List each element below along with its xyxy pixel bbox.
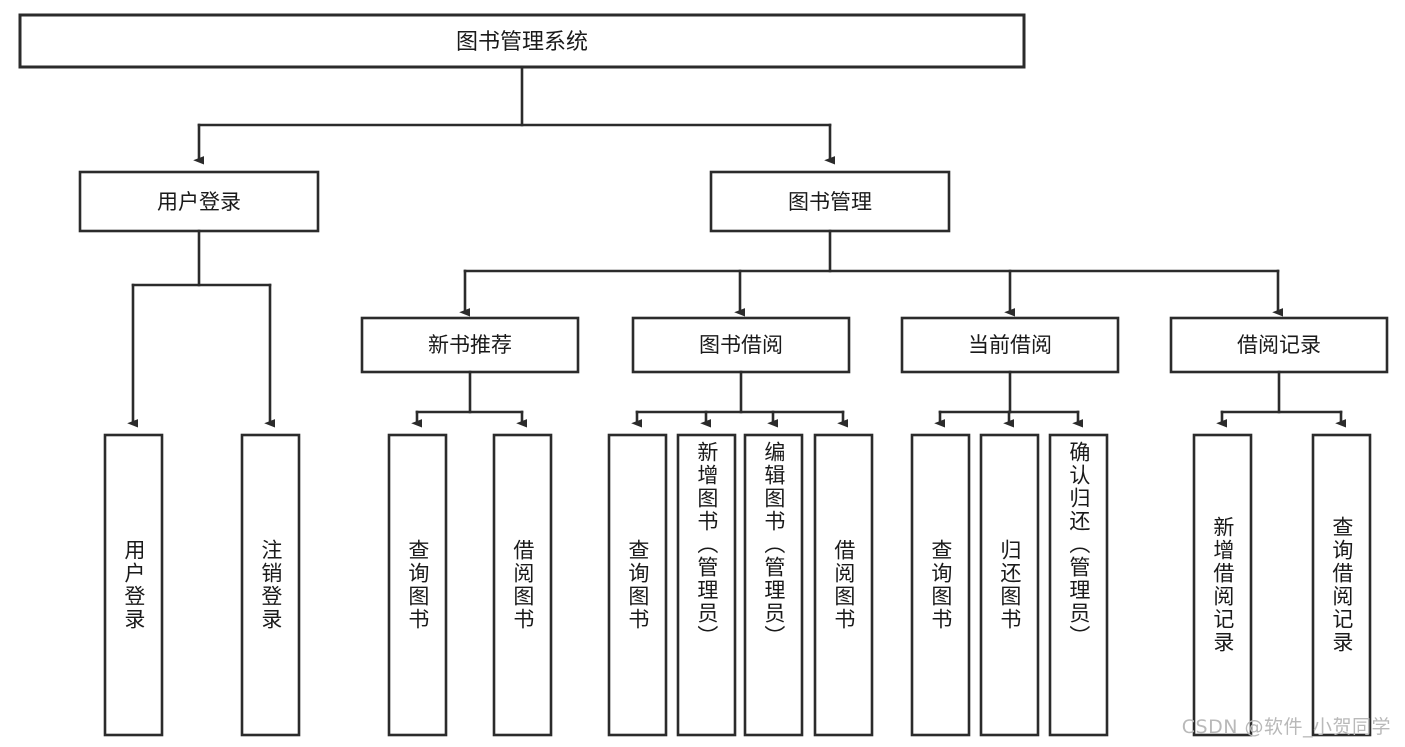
leaf-book-borrow-2-box[interactable] bbox=[743, 433, 804, 737]
leaf-book-borrow-1-box[interactable] bbox=[676, 433, 737, 737]
csdn-watermark: CSDN @软件_小贺同学 bbox=[1181, 716, 1391, 738]
leaf-book-borrow-0-box[interactable] bbox=[607, 433, 668, 737]
leaf-current-borrow-0-box[interactable] bbox=[910, 433, 971, 737]
leaf-user-login-1-box[interactable] bbox=[240, 433, 301, 737]
node-book-borrow-box[interactable] bbox=[631, 316, 851, 374]
leaf-borrow-record-0-box[interactable] bbox=[1192, 433, 1253, 737]
node-borrow-record-box[interactable] bbox=[1169, 316, 1389, 374]
node-borrow-record-label: 借阅记录 bbox=[1237, 333, 1321, 357]
leaf-borrow-record-1-box[interactable] bbox=[1311, 433, 1372, 737]
leaf-current-borrow-1-box[interactable] bbox=[979, 433, 1040, 737]
leaf-user-login-0-box[interactable] bbox=[103, 433, 164, 737]
node-root-label: 图书管理系统 bbox=[456, 30, 588, 55]
leaf-new-book-1-box[interactable] bbox=[492, 433, 553, 737]
node-book-borrow-label: 图书借阅 bbox=[699, 333, 783, 357]
node-book-mgmt-label: 图书管理 bbox=[788, 190, 872, 214]
node-current-borrow-label: 当前借阅 bbox=[968, 333, 1052, 357]
node-user-login-label: 用户登录 bbox=[157, 190, 241, 214]
node-root-box[interactable] bbox=[18, 13, 1026, 69]
node-current-borrow-box[interactable] bbox=[900, 316, 1120, 374]
node-new-book-box[interactable] bbox=[360, 316, 580, 374]
leaf-current-borrow-2-box[interactable] bbox=[1048, 433, 1109, 737]
node-new-book-label: 新书推荐 bbox=[428, 333, 512, 357]
leaf-new-book-0-box[interactable] bbox=[387, 433, 448, 737]
leaf-book-borrow-3-box[interactable] bbox=[813, 433, 874, 737]
node-book-mgmt-box[interactable] bbox=[709, 170, 951, 233]
